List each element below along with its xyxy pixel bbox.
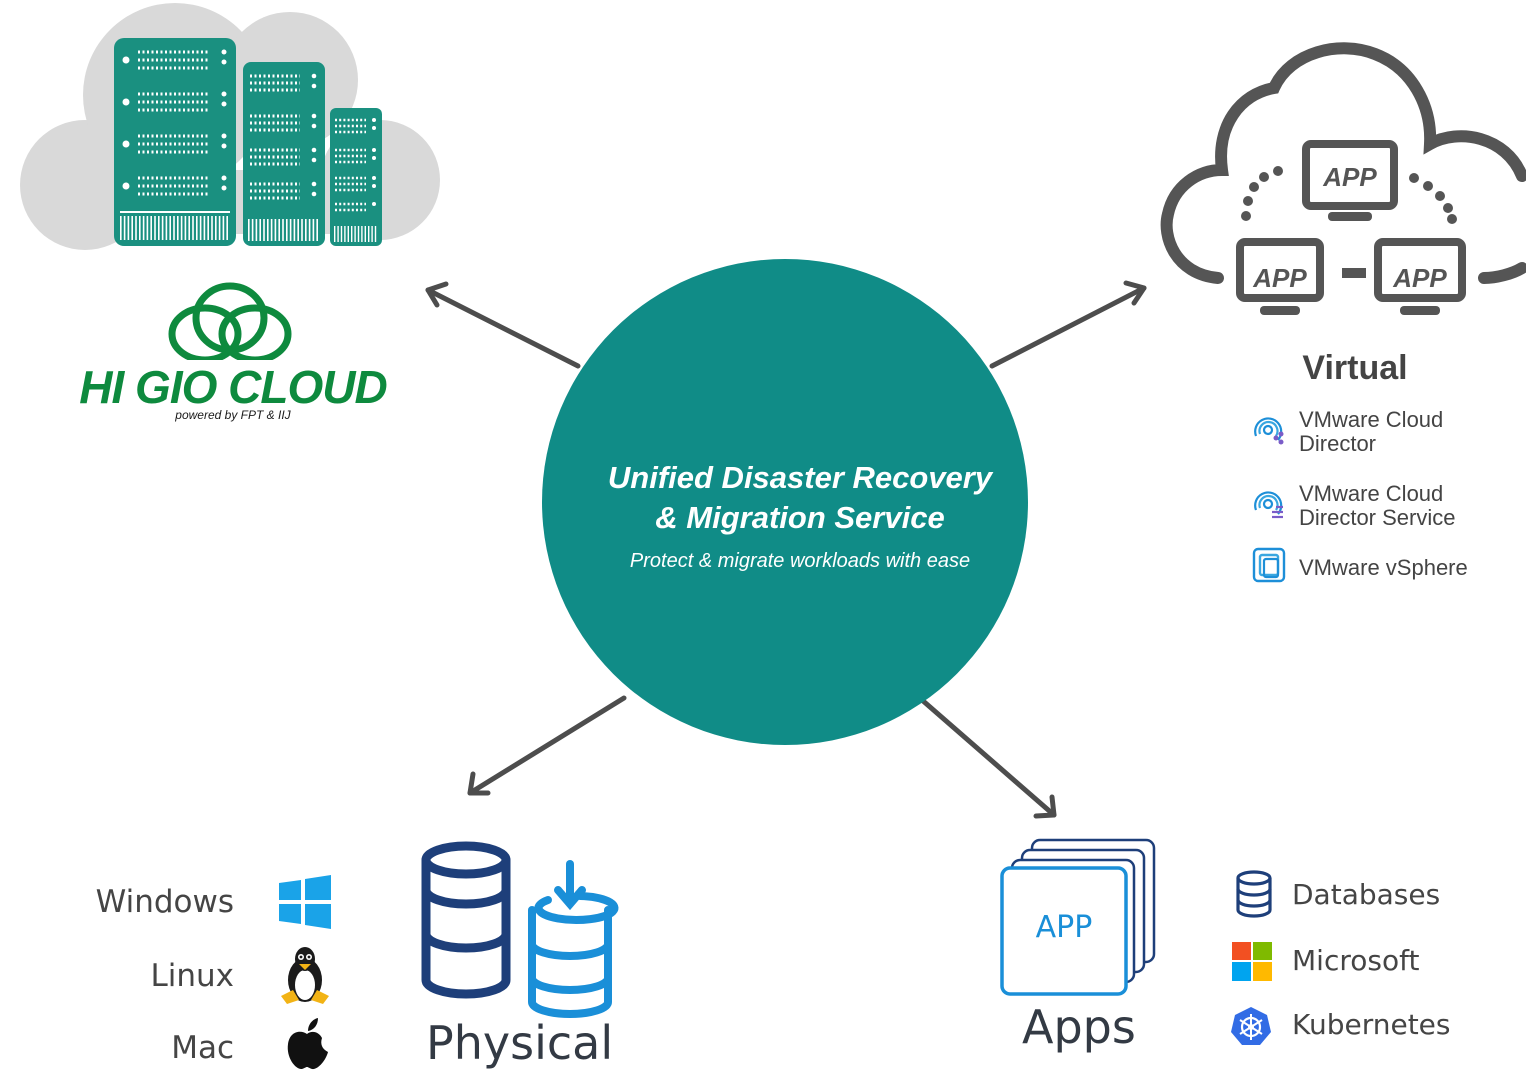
center-title: Unified Disaster Recovery & Migration Se… xyxy=(560,458,1040,538)
cloud-app-label-left: APP xyxy=(1252,263,1307,293)
microsoft-icon xyxy=(1232,942,1272,981)
vmware-cloud-director-label: VMware Cloud Director xyxy=(1299,408,1443,456)
vmware-cloud-director-icon xyxy=(1254,417,1284,445)
arrow-to-physical xyxy=(467,695,627,796)
apple-icon xyxy=(287,1018,328,1070)
apps-tile-label: APP xyxy=(1036,910,1093,945)
center-circle xyxy=(542,259,1028,745)
arrow-to-higio-cloud xyxy=(425,281,581,369)
os-label-windows: Windows xyxy=(95,884,234,920)
app-monitor-left xyxy=(1236,238,1324,315)
linux-tux-icon xyxy=(281,947,329,1004)
virtual-heading: Virtual xyxy=(1302,349,1408,387)
center-title-line2: & Migration Service xyxy=(655,500,945,535)
kubernetes-icon xyxy=(1231,1007,1271,1045)
windows-icon xyxy=(279,875,331,929)
apps-item-databases: Databases xyxy=(1292,878,1441,911)
physical-label: Physical xyxy=(426,1016,614,1070)
database-icon xyxy=(1236,870,1272,918)
vmware-vsphere-label: VMware vSphere xyxy=(1299,555,1468,580)
vmware-cloud-director-service-line2: Director Service xyxy=(1299,505,1456,530)
vmware-cloud-director-service-label: VMware Cloud Director Service xyxy=(1299,482,1455,530)
virtual-cloud-icon: APP APP APP xyxy=(1160,42,1526,315)
datacenter-cloud-icon xyxy=(20,3,440,250)
os-label-mac: Mac xyxy=(171,1030,234,1066)
vmware-cloud-director-line1: VMware Cloud xyxy=(1299,407,1444,432)
server-tower-large xyxy=(114,38,236,246)
apps-stack-icon: APP xyxy=(1000,838,1156,996)
apps-label: Apps xyxy=(1022,1000,1136,1054)
center-subtitle: Protect & migrate workloads with ease xyxy=(629,550,971,572)
physical-database-icon xyxy=(421,841,619,1018)
arrow-to-apps xyxy=(919,697,1057,819)
apps-item-microsoft: Microsoft xyxy=(1292,944,1420,977)
brand-tagline: powered by FPT & IIJ xyxy=(175,408,291,422)
vmware-vsphere-icon xyxy=(1252,547,1286,583)
vmware-cloud-director-line2: Director xyxy=(1299,431,1377,456)
app-monitor-right xyxy=(1374,238,1466,315)
arrow-to-virtual xyxy=(989,280,1147,369)
cloud-app-label-top: APP xyxy=(1322,162,1377,192)
os-label-linux: Linux xyxy=(150,958,234,994)
brand-name: HI GIO CLOUD xyxy=(79,361,387,413)
vmware-cloud-director-service-icon xyxy=(1254,491,1283,519)
apps-item-kubernetes: Kubernetes xyxy=(1292,1008,1451,1041)
cloud-app-label-right: APP xyxy=(1392,263,1447,293)
vmware-cloud-director-service-line1: VMware Cloud xyxy=(1299,481,1444,506)
server-tower-small xyxy=(330,108,382,246)
server-tower-medium xyxy=(243,62,325,246)
center-title-line1: Unified Disaster Recovery xyxy=(607,460,993,495)
higio-cloud-logo-icon xyxy=(160,282,300,368)
app-monitor-top xyxy=(1302,140,1398,221)
